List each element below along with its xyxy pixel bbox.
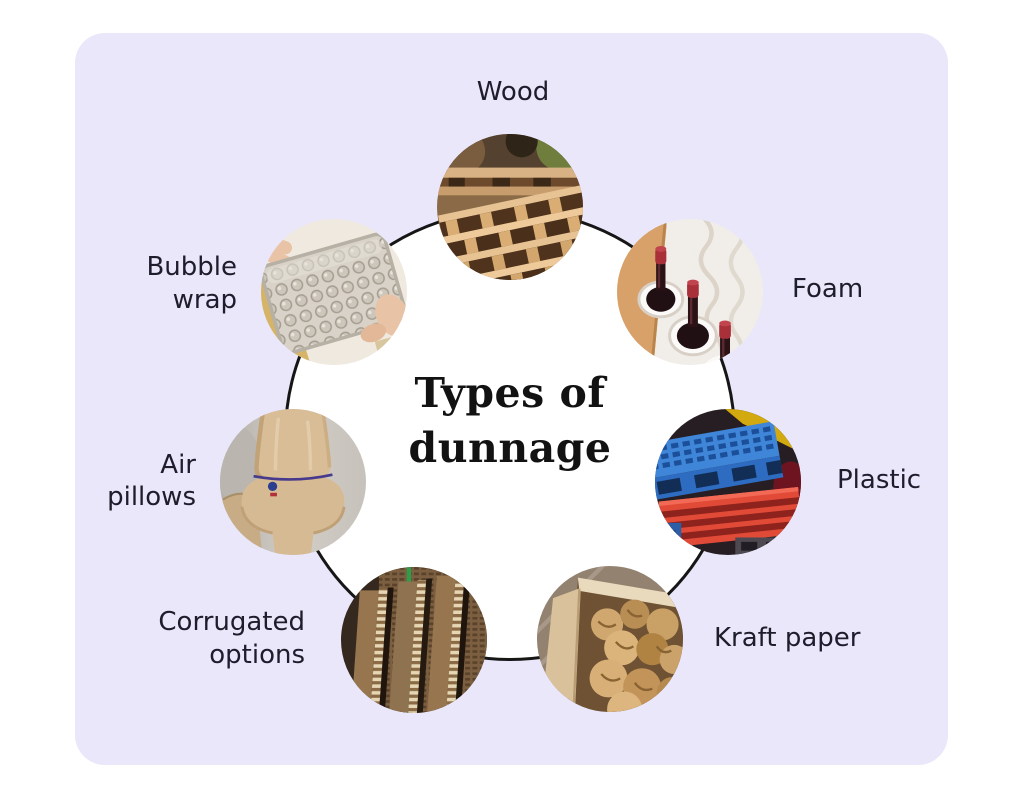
foam-wine-bottles-illustration <box>617 219 763 365</box>
label-air-pillows: Air pillows <box>107 450 196 512</box>
label-foam: Foam <box>792 274 864 304</box>
title-line-2: dunnage <box>408 424 612 472</box>
bubble-wrap-illustration <box>261 219 407 365</box>
air-pillow-illustration <box>220 409 366 555</box>
corrugated-panels-illustration <box>341 567 487 713</box>
kraft-paper-illustration <box>537 566 683 712</box>
bubble-wrap-wrapped-box-photo <box>261 219 407 365</box>
corrugated-cardboard-panels-photo <box>341 567 487 713</box>
foam-packed-wine-bottles-photo <box>617 219 763 365</box>
crumpled-kraft-paper-box-photo <box>537 566 683 712</box>
wood-pallets-illustration <box>437 134 583 280</box>
diagram-title: Types of dunnage <box>360 366 660 476</box>
label-wood: Wood <box>476 77 550 107</box>
label-bubble-wrap: Bubble wrap <box>146 252 237 315</box>
label-corrugated-options: Corrugated options <box>158 607 305 670</box>
label-plastic: Plastic <box>837 465 922 495</box>
air-pillow-dunnage-bag-photo <box>220 409 366 555</box>
wooden-pallets-photo <box>437 134 583 280</box>
plastic-pallets-photo <box>655 409 801 555</box>
label-kraft-paper: Kraft paper <box>714 623 861 653</box>
title-line-1: Types of <box>414 369 606 417</box>
plastic-pallets-illustration <box>655 409 801 555</box>
